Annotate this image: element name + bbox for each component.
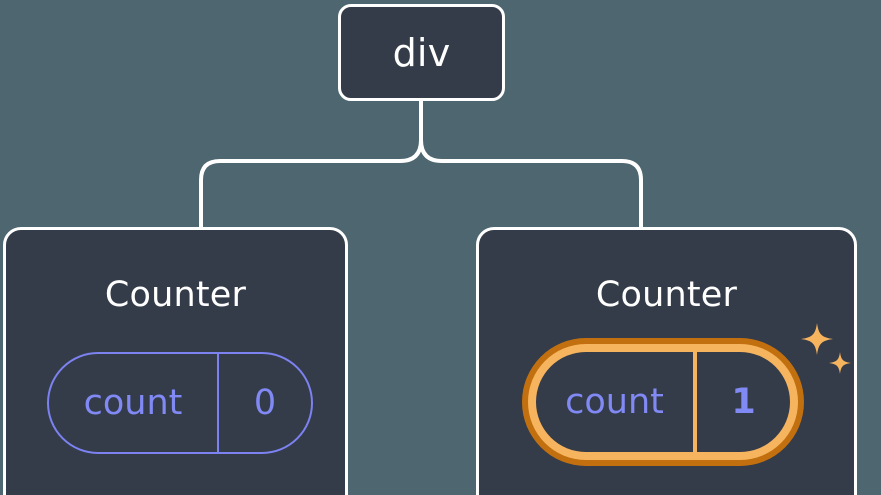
state-key-label: count — [565, 381, 664, 422]
node-counter-right-label: Counter — [595, 275, 738, 315]
sparkle-small-icon — [829, 352, 851, 374]
node-counter-left-label: Counter — [104, 275, 247, 315]
state-pill-core: count 1 — [536, 352, 790, 452]
node-div-label: div — [392, 30, 451, 75]
state-key-label: count — [83, 382, 183, 423]
state-value-label: 1 — [693, 352, 790, 452]
node-counter-right[interactable]: Counter count 1 — [476, 227, 857, 495]
state-pill-count-left[interactable]: count 0 — [47, 352, 313, 454]
sparkle-large-icon — [801, 323, 833, 355]
node-counter-left[interactable]: Counter count 0 — [3, 227, 348, 495]
node-div[interactable]: div — [338, 4, 505, 101]
state-pill-highlight-ring: count 1 — [528, 344, 798, 460]
state-pill-count-right-highlighted[interactable]: count 1 — [522, 338, 804, 466]
connector-to-right-counter — [419, 138, 643, 229]
state-value-label: 0 — [217, 354, 311, 452]
sparkles-icon — [801, 323, 851, 374]
connector-to-left-counter — [199, 138, 423, 229]
